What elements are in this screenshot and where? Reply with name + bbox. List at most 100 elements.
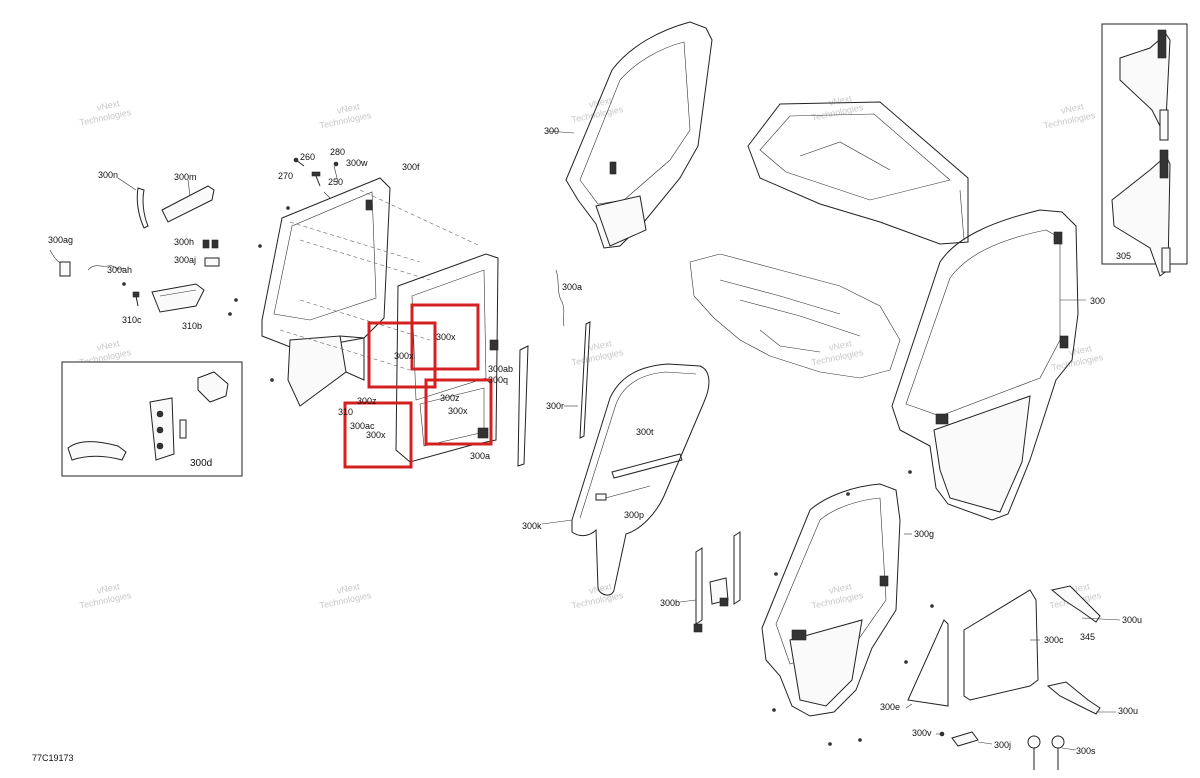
callout-300s: 300s	[1076, 746, 1096, 756]
callout-300w: 300w	[346, 158, 368, 168]
highlight-box	[424, 378, 493, 446]
svg-text:vNext: vNext	[96, 338, 121, 353]
part-300a-wire	[555, 269, 565, 327]
part-300aj-clip	[204, 257, 220, 267]
svg-text:vNext: vNext	[1060, 101, 1085, 116]
svg-text:vNext: vNext	[588, 95, 613, 110]
callout-250: 250	[328, 177, 343, 187]
svg-text:vNext: vNext	[96, 98, 121, 113]
part-300ag-sensor	[49, 249, 71, 277]
detail-inset-300d	[61, 361, 243, 477]
callout-300m: 300m	[174, 172, 197, 182]
callout-300q: 300q	[488, 375, 508, 385]
part-300h-clips	[202, 239, 219, 249]
callout-300z: 300z	[357, 396, 377, 406]
callout-300c: 300c	[1044, 635, 1064, 645]
svg-text:vNext: vNext	[96, 581, 121, 596]
callout-300v: 300v	[912, 728, 932, 738]
callout-300z: 300z	[440, 393, 460, 403]
part-300n-handle	[136, 187, 149, 229]
callout-300ac: 300ac	[350, 421, 375, 431]
callout-300d: 300d	[190, 458, 212, 469]
callout-310: 310	[338, 407, 353, 417]
callout-labels: 300n 300m 300ag 300h 300aj 300ah 310c 31…	[32, 126, 1142, 763]
part-300-door-right	[891, 209, 1079, 521]
part-screws-lower	[772, 470, 934, 746]
svg-text:vNext: vNext	[828, 581, 853, 596]
part-chassis	[689, 253, 901, 379]
callout-300p: 300p	[624, 510, 644, 520]
part-300f-door-frame	[261, 177, 481, 407]
callout-300t: 300t	[636, 427, 654, 437]
part-roof	[747, 101, 969, 245]
part-310c-screw	[132, 291, 140, 307]
callout-300b: 300b	[660, 598, 680, 608]
part-300c-glass	[963, 589, 1039, 701]
svg-text:vNext: vNext	[336, 101, 361, 116]
part-300k-window	[571, 363, 710, 596]
callout-300a: 300a	[562, 282, 582, 292]
callout-300: 300	[1090, 296, 1105, 306]
part-screws-left	[122, 206, 290, 382]
part-300m-plate	[161, 185, 215, 223]
part-310b-handle	[151, 283, 205, 313]
callout-300a: 300a	[470, 451, 490, 461]
highlight-boxes	[343, 303, 493, 469]
part-300ah-cable	[87, 265, 125, 271]
callout-300x: 300x	[448, 406, 468, 416]
highlight-box	[410, 303, 480, 371]
part-300e-glass	[907, 619, 949, 707]
part-300g-door-lower	[761, 483, 901, 717]
callout-310b: 310b	[182, 321, 202, 331]
callout-300f: 300f	[402, 162, 420, 172]
part-hinge-hardware	[293, 157, 339, 199]
callout-300x: 300x	[436, 332, 456, 342]
callout-300u: 300u	[1118, 706, 1138, 716]
svg-text:vNext: vNext	[828, 338, 853, 353]
svg-text:vNext: vNext	[828, 93, 853, 108]
callout-345: 345	[1080, 632, 1095, 642]
callout-300r: 300r	[546, 401, 564, 411]
callout-280: 280	[330, 147, 345, 157]
part-300s-keys	[1027, 735, 1065, 770]
part-300u-hinge-bottom	[1046, 681, 1101, 715]
highlight-box	[343, 401, 413, 469]
svg-text:vNext: vNext	[588, 338, 613, 353]
highlight-box	[367, 321, 437, 389]
part-300r-seal	[517, 321, 591, 467]
callout-260: 260	[300, 152, 315, 162]
callout-300aj: 300aj	[174, 255, 196, 265]
callout-300ag: 300ag	[48, 235, 73, 245]
callout-300j: 300j	[994, 740, 1011, 750]
callout-270: 270	[278, 171, 293, 181]
callout-300u: 300u	[1122, 615, 1142, 625]
diagram-id: 77C19173	[32, 753, 74, 763]
leader-lines	[117, 130, 1121, 751]
svg-text:vNext: vNext	[336, 581, 361, 596]
callout-300h: 300h	[174, 237, 194, 247]
svg-text:vNext: vNext	[588, 581, 613, 596]
callout-300e: 300e	[880, 702, 900, 712]
callout-300x: 300x	[394, 351, 414, 361]
part-300j-handle	[951, 731, 979, 747]
callout-300x: 300x	[366, 430, 386, 440]
callout-300k: 300k	[522, 521, 542, 531]
callout-300: 300	[544, 126, 559, 136]
callout-300ab: 300ab	[488, 364, 513, 374]
callout-305: 305	[1116, 251, 1131, 261]
detail-inset-305	[1101, 23, 1188, 277]
callout-300ah: 300ah	[107, 265, 132, 275]
